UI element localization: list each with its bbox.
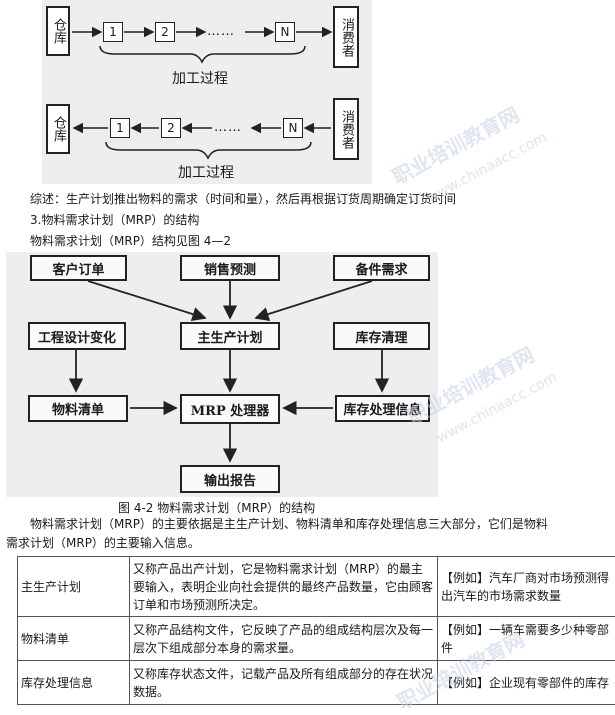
output-report-box: 输出报告 <box>180 465 280 493</box>
master-schedule-box: 主生产计划 <box>180 322 280 350</box>
spare-parts-box: 备件需求 <box>333 255 430 281</box>
table-row: 物料清单 又称产品结构文件，它反映了产品的组成结构层次及每一层次下组成部分本身的… <box>18 617 615 661</box>
table-cell-name: 库存处理信息 <box>18 661 130 705</box>
table-row: 主生产计划 又称产品出产计划，它是物料需求计划（MRP）的最主要输入，表明企业向… <box>18 557 615 617</box>
table-cell-desc: 又称产品结构文件，它反映了产品的组成结构层次及每一层次下组成部分本身的需求量。 <box>130 617 438 661</box>
customer-orders-box: 客户订单 <box>30 255 127 281</box>
engineering-change-box: 工程设计变化 <box>28 322 126 350</box>
table-cell-name: 主生产计划 <box>18 557 130 617</box>
table-cell-desc: 又称产品出产计划，它是物料需求计划（MRP）的最主要输入，表明企业向社会提供的最… <box>130 557 438 617</box>
figure-caption: 图 4-2 物料需求计划（MRP）的结构 <box>118 499 315 516</box>
inventory-clearing-box: 库存清理 <box>333 322 430 350</box>
mrp-processor-box: MRP 处理器 <box>180 394 280 424</box>
sales-forecast-box: 销售预测 <box>180 255 280 281</box>
table-row: 库存处理信息 又称库存状态文件，记载产品及所有组成部分的存在状况数据。 【例如】… <box>18 661 615 705</box>
mrp-paragraph-line-2: 需求计划（MRP）的主要输入信息。 <box>6 534 200 553</box>
mrp-input-table: 主生产计划 又称产品出产计划，它是物料需求计划（MRP）的最主要输入，表明企业向… <box>17 556 615 705</box>
table-cell-name: 物料清单 <box>18 617 130 661</box>
mrp-paragraph-line-1: 物料需求计划（MRP）的主要依据是主生产计划、物料清单和库存处理信息三大部分，它… <box>30 515 548 534</box>
bom-box: 物料清单 <box>28 395 128 422</box>
table-cell-desc: 又称库存状态文件，记载产品及所有组成部分的存在状况数据。 <box>130 661 438 705</box>
table-cell-example: 【例如】汽车厂商对市场预测得出汽车的市场需求数量 <box>438 557 615 617</box>
mrp-arrows <box>0 0 440 500</box>
